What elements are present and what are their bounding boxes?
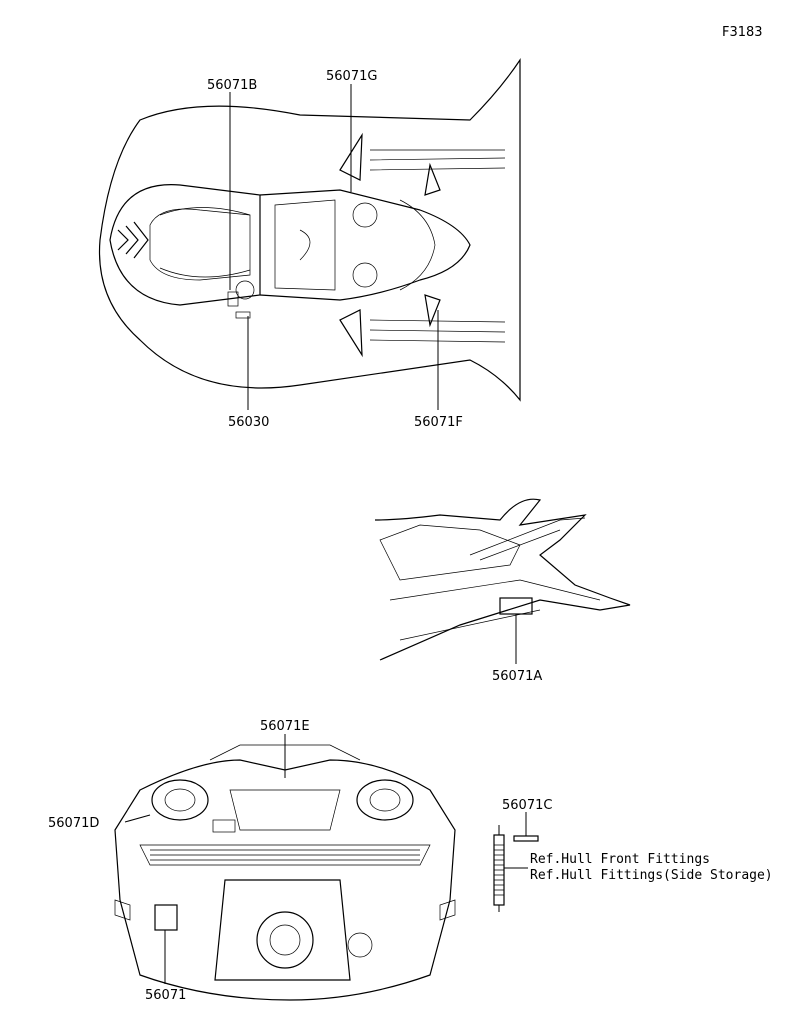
leader-lines — [124, 84, 528, 984]
rear-view-drawing — [114, 744, 456, 1001]
callout-56071E: 56071E — [260, 719, 310, 734]
callout-56071F: 56071F — [414, 415, 463, 430]
reference-hull-side-storage: Ref.Hull Fittings(Side Storage) — [530, 868, 773, 883]
top-view-drawing — [98, 58, 521, 402]
figure-id: F3183 — [722, 25, 763, 40]
side-view-drawing — [374, 498, 631, 661]
callout-56071G: 56071G — [326, 69, 377, 84]
callout-56071C: 56071C — [502, 798, 552, 813]
callout-56071D: 56071D — [48, 816, 99, 831]
callout-56071B: 56071B — [207, 78, 257, 93]
callout-56071: 56071 — [145, 988, 186, 1003]
callout-56030: 56030 — [228, 415, 269, 430]
reference-hull-front-fittings: Ref.Hull Front Fittings — [530, 852, 710, 867]
callout-56071A: 56071A — [492, 669, 542, 684]
